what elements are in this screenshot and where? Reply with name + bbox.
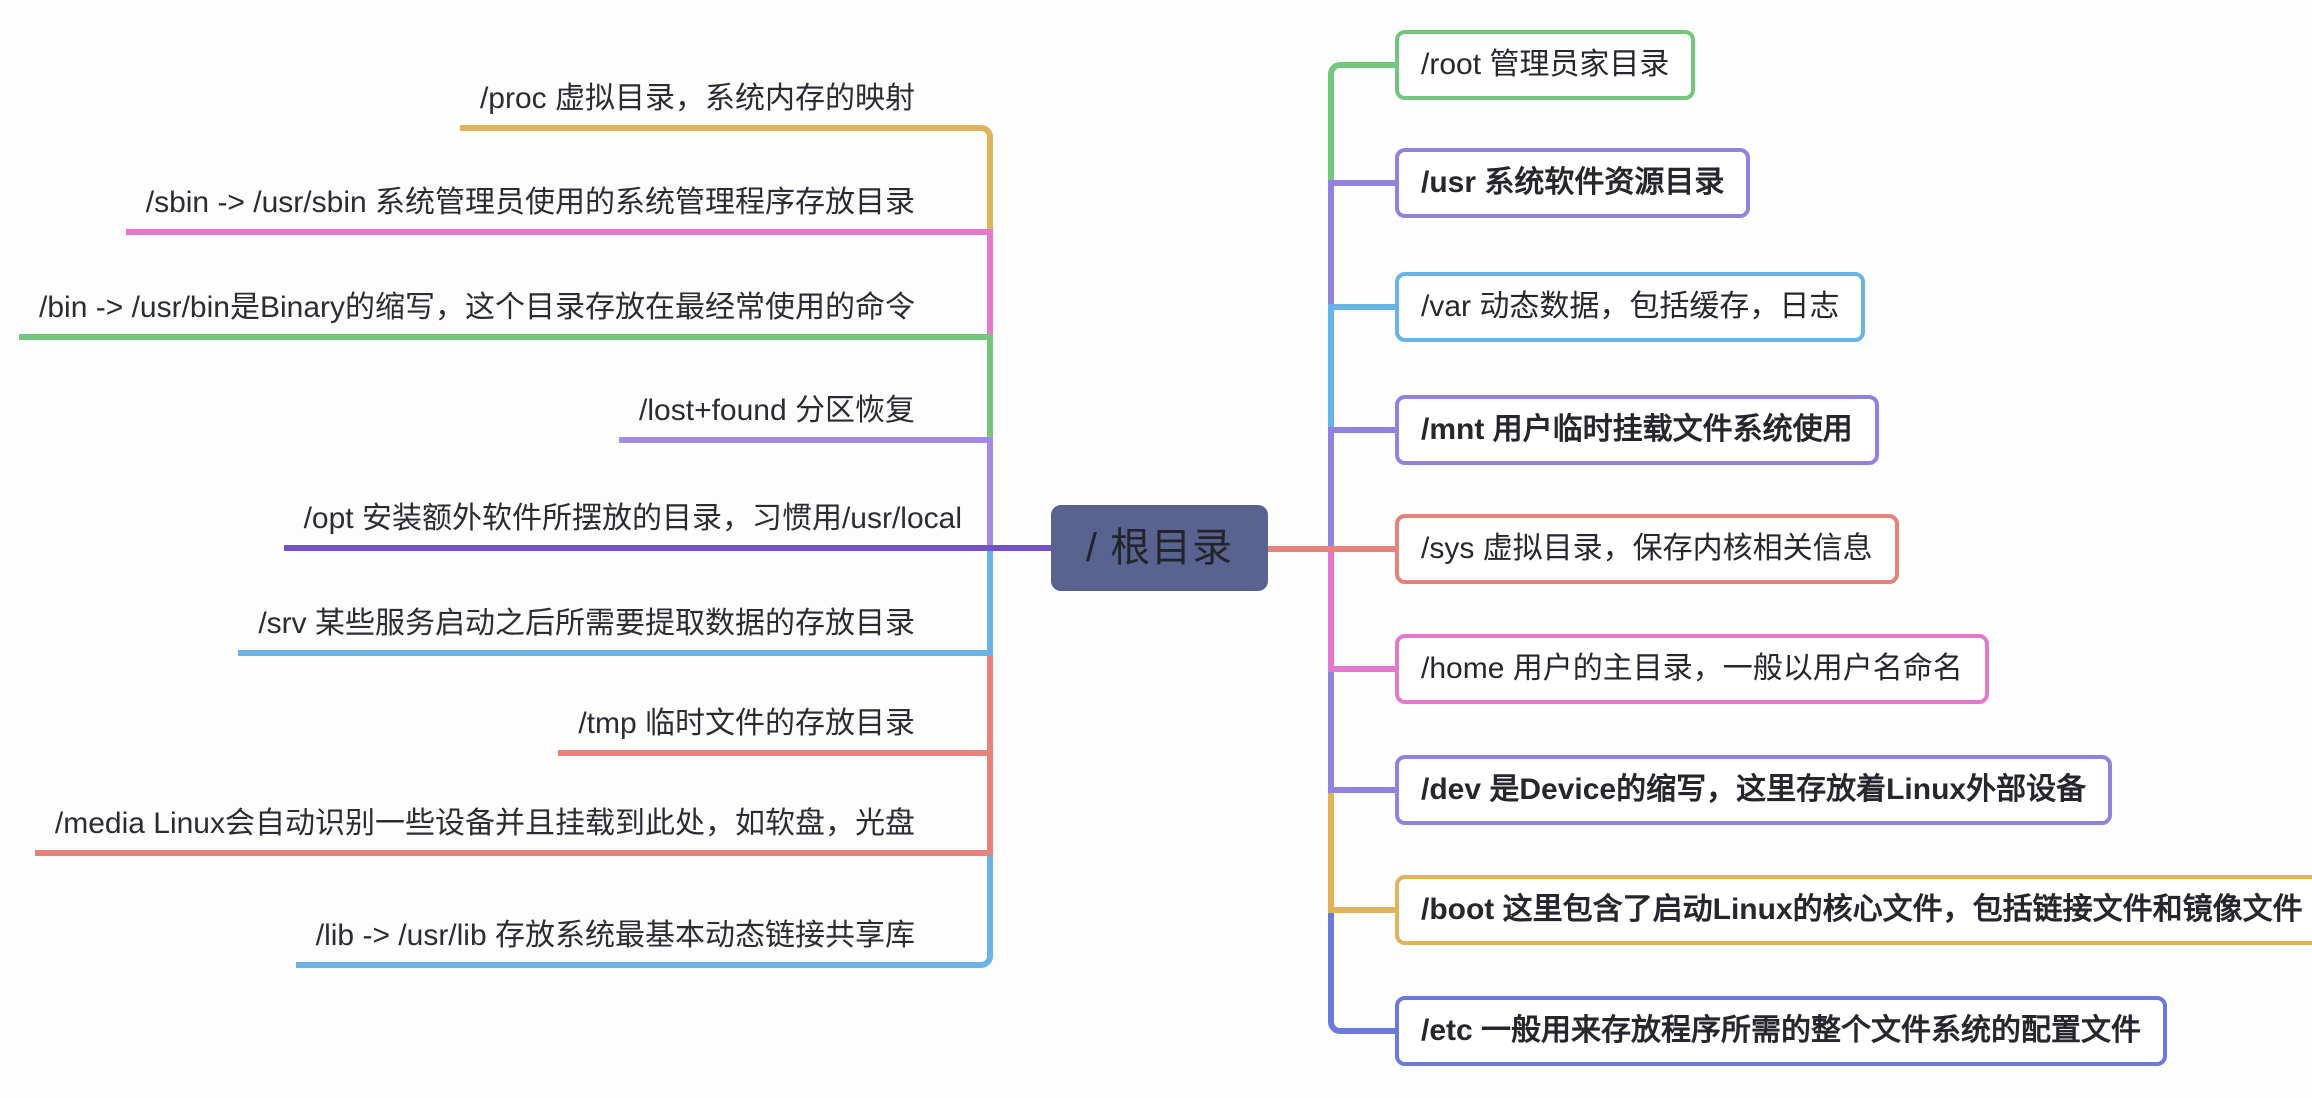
branch-boot-connector-line xyxy=(1328,907,1399,913)
branch-root-home-topic[interactable]: /root 管理员家目录 xyxy=(1395,30,1696,100)
branch-var-topic[interactable]: /var 动态数据，包括缓存，日志 xyxy=(1395,272,1866,342)
branch-etc-connector-line xyxy=(1346,1028,1399,1034)
branch-tmp-topic[interactable]: /tmp 临时文件的存放目录 xyxy=(558,707,993,756)
branch-dev-connector-line xyxy=(1328,787,1399,793)
branch-sys-connector-line xyxy=(1266,546,1399,552)
branch-etc-topic[interactable]: /etc 一般用来存放程序所需的整个文件系统的配置文件 xyxy=(1395,996,2168,1066)
branch-proc-label: /proc 虚拟目录，系统内存的映射 xyxy=(479,82,915,115)
branch-media-topic[interactable]: /media Linux会自动识别一些设备并且挂载到此处，如软盘，光盘 xyxy=(34,807,993,856)
branch-lost-found-label: /lost+found 分区恢复 xyxy=(639,394,915,427)
branch-etc-spine-line xyxy=(1328,913,1334,1016)
branch-root-home-connector-line xyxy=(1346,62,1399,68)
branch-mnt-connector-line xyxy=(1328,427,1399,433)
branch-boot-spine-line xyxy=(1328,793,1334,907)
branch-usr-connector-line xyxy=(1328,180,1399,186)
branch-proc-spine-line xyxy=(987,143,993,229)
branch-usr-spine-line xyxy=(1328,186,1334,304)
branch-tmp-spine-line xyxy=(987,656,993,750)
branch-var-spine-line xyxy=(1328,310,1334,427)
branch-dev-spine-line xyxy=(1328,672,1334,787)
branch-bin-spine-line xyxy=(987,340,993,437)
branch-srv-topic[interactable]: /srv 某些服务启动之后所需要提取数据的存放目录 xyxy=(238,607,993,656)
branch-tmp-label: /tmp 临时文件的存放目录 xyxy=(578,707,915,740)
branch-lost-found-spine-line xyxy=(987,443,993,551)
branch-sbin-spine-line xyxy=(987,235,993,334)
branch-lost-found-topic[interactable]: /lost+found 分区恢复 xyxy=(619,394,993,443)
branch-home-connector-line xyxy=(1328,666,1399,672)
branch-home-label: /home 用户的主目录，一般以用户名命名 xyxy=(1421,652,1963,685)
branch-home-topic[interactable]: /home 用户的主目录，一般以用户名命名 xyxy=(1395,634,1989,704)
branch-bin-topic[interactable]: /bin -> /usr/bin是Binary的缩写，这个目录存放在最经常使用的… xyxy=(19,291,993,340)
branch-opt-label: /opt 安装额外软件所摆放的目录，习惯用/usr/local xyxy=(303,502,962,535)
branch-mnt-label: /mnt 用户临时挂载文件系统使用 xyxy=(1421,413,1853,446)
branch-sbin-label: /sbin -> /usr/sbin 系统管理员使用的系统管理程序存放目录 xyxy=(145,186,915,219)
branch-lib-label: /lib -> /usr/lib 存放系统最基本动态链接共享库 xyxy=(315,919,915,952)
branch-srv-spine-line xyxy=(987,551,993,650)
branch-lib-corner xyxy=(975,950,993,968)
branch-srv-label: /srv 某些服务启动之后所需要提取数据的存放目录 xyxy=(258,607,915,640)
branch-etc-corner xyxy=(1328,1016,1346,1034)
branch-media-spine-line xyxy=(987,756,993,850)
branch-usr-topic[interactable]: /usr 系统软件资源目录 xyxy=(1395,148,1751,218)
branch-sys-topic[interactable]: /sys 虚拟目录，保存内核相关信息 xyxy=(1395,514,1899,584)
branch-home-spine-line xyxy=(1328,552,1334,666)
branch-boot-label: /boot 这里包含了启动Linux的核心文件，包括链接文件和镜像文件 xyxy=(1421,893,2303,926)
branch-proc-corner xyxy=(975,125,993,143)
branch-proc-topic[interactable]: /proc 虚拟目录，系统内存的映射 xyxy=(459,82,981,131)
branch-root-home-corner xyxy=(1328,62,1346,80)
branch-dev-label: /dev 是Device的缩写，这里存放着Linux外部设备 xyxy=(1421,773,2087,806)
branch-opt-topic[interactable]: /opt 安装额外软件所摆放的目录，习惯用/usr/local xyxy=(283,502,1053,551)
branch-mnt-spine-line xyxy=(1328,433,1334,546)
branch-media-label: /media Linux会自动识别一些设备并且挂载到此处，如软盘，光盘 xyxy=(54,807,915,840)
branch-root-home-label: /root 管理员家目录 xyxy=(1421,48,1670,81)
central-topic[interactable]: / 根目录 xyxy=(1051,505,1268,591)
branch-root-home-spine-line xyxy=(1328,80,1334,180)
branch-etc-label: /etc 一般用来存放程序所需的整个文件系统的配置文件 xyxy=(1421,1014,2142,1047)
branch-boot-topic[interactable]: /boot 这里包含了启动Linux的核心文件，包括链接文件和镜像文件 xyxy=(1395,875,2312,945)
branch-mnt-topic[interactable]: /mnt 用户临时挂载文件系统使用 xyxy=(1395,395,1879,465)
branch-lib-topic[interactable]: /lib -> /usr/lib 存放系统最基本动态链接共享库 xyxy=(295,919,981,968)
branch-var-connector-line xyxy=(1328,304,1399,310)
branch-lib-spine-line xyxy=(987,856,993,950)
branch-sys-label: /sys 虚拟目录，保存内核相关信息 xyxy=(1421,532,1873,565)
branch-dev-topic[interactable]: /dev 是Device的缩写，这里存放着Linux外部设备 xyxy=(1395,755,2113,825)
branch-sbin-topic[interactable]: /sbin -> /usr/sbin 系统管理员使用的系统管理程序存放目录 xyxy=(125,186,993,235)
branch-bin-label: /bin -> /usr/bin是Binary的缩写，这个目录存放在最经常使用的… xyxy=(39,291,915,324)
branch-var-label: /var 动态数据，包括缓存，日志 xyxy=(1421,290,1840,323)
branch-usr-label: /usr 系统软件资源目录 xyxy=(1421,166,1725,199)
